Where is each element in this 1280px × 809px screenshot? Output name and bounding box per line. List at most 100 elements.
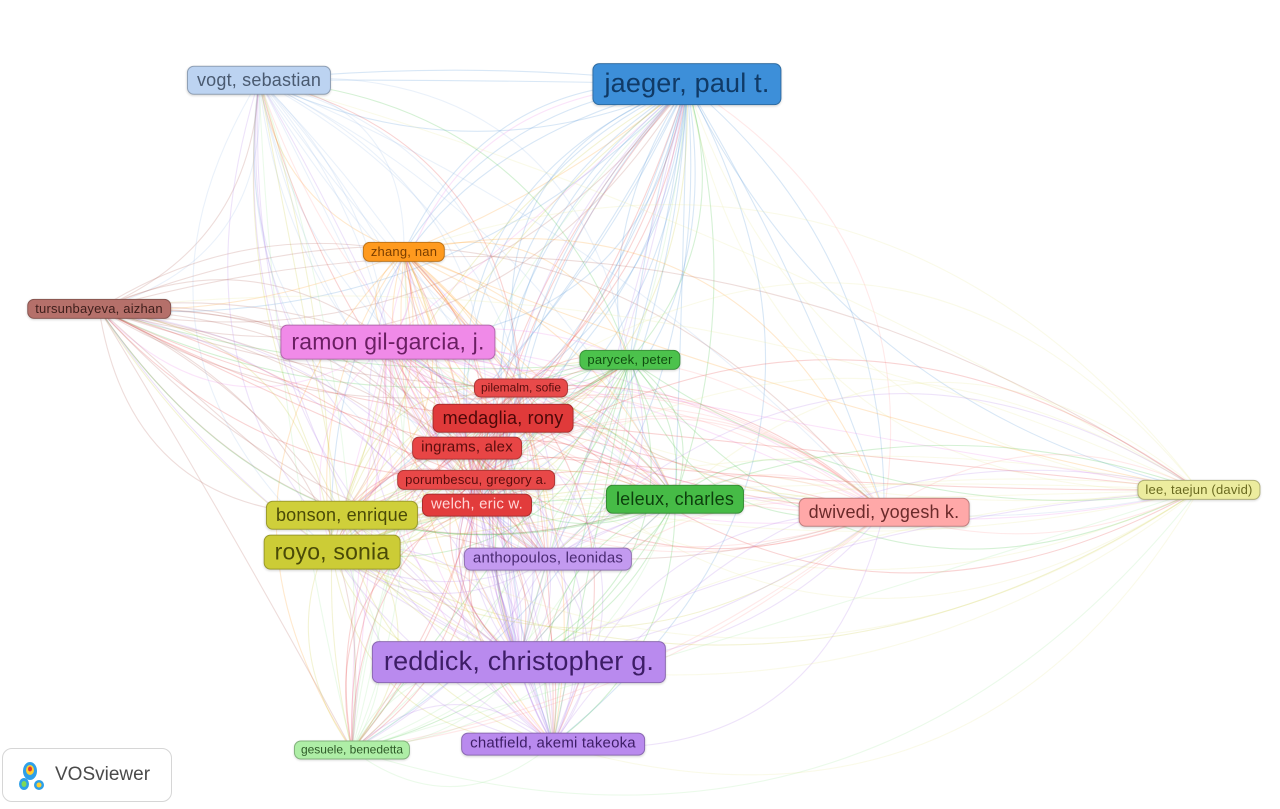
link-vogt-gesuele-92 <box>258 79 356 751</box>
link-tursun-welch-144 <box>98 308 478 506</box>
link-medaglia-lee-277 <box>502 417 1200 491</box>
link-tursun-ramon-131 <box>98 308 389 388</box>
link-jaeger-dwivedi-33 <box>686 83 885 513</box>
link-zhang-reddick-125 <box>403 251 520 663</box>
link-vogt-anthopoulos-87 <box>255 79 549 560</box>
link-jaeger-bonson-40 <box>341 83 688 516</box>
link-medaglia-anthopoulos-282 <box>502 417 549 560</box>
link-jaeger-zhang-4 <box>403 83 688 253</box>
link-lee-anthopoulos-391 <box>547 478 1200 560</box>
link-vogt-tursun-60 <box>98 79 261 310</box>
link-vogt-reddick-88 <box>227 79 520 663</box>
link-dwivedi-royo-375 <box>331 511 885 629</box>
node-tursunbayeva[interactable]: tursunbayeva, aizhan <box>27 298 171 320</box>
node-royo[interactable]: royo, sonia <box>263 534 401 570</box>
link-leleux-lee-357 <box>674 444 1200 500</box>
link-porumbescu-leleux-317 <box>475 456 676 500</box>
link-jaeger-vogt-1 <box>258 79 688 132</box>
link-zhang-dwivedi-114 <box>403 238 885 513</box>
link-leleux-chatfield-369 <box>552 498 676 745</box>
link-parycek-gesuele-235 <box>351 359 631 751</box>
node-gesuele[interactable]: gesuele, benedetta <box>293 740 411 760</box>
link-jaeger-welch-27 <box>476 83 696 506</box>
link-welch-chatfield-353 <box>468 504 554 745</box>
link-jaeger-pilemalm-15 <box>520 83 688 389</box>
node-bonson[interactable]: bonson, enrique <box>265 500 419 530</box>
link-ramon-anthopoulos-199 <box>387 341 549 560</box>
node-vogt[interactable]: vogt, sebastian <box>186 65 332 95</box>
link-welch-chatfield-352 <box>460 504 554 745</box>
link-vogt-zhang-58 <box>258 79 405 253</box>
link-welch-dwivedi-338 <box>476 504 885 553</box>
link-jaeger-royo-42 <box>331 83 688 553</box>
link-vogt-leleux-77 <box>258 79 676 500</box>
link-medaglia-lee-276 <box>502 417 1200 599</box>
link-vogt-dwivedi-78 <box>258 79 885 513</box>
link-parycek-reddick-233 <box>518 359 652 663</box>
vosviewer-logo-label: VOSviewer <box>55 764 151 785</box>
link-vogt-ingrams-70 <box>258 79 468 449</box>
node-leleux[interactable]: leleux, charles <box>605 484 745 514</box>
link-vogt-ingrams-71 <box>253 79 468 449</box>
node-reddick[interactable]: reddick, christopher g. <box>371 641 667 683</box>
link-vogt-porumbescu-72 <box>258 79 477 481</box>
link-vogt-parycek-65 <box>258 77 631 361</box>
link-tursun-parycek-134 <box>98 308 631 370</box>
link-tursun-pilemalm-137 <box>98 308 522 399</box>
link-gesuele-chatfield-432 <box>351 704 554 751</box>
link-jaeger-medaglia-19 <box>502 83 688 419</box>
node-jaeger[interactable]: jaeger, paul t. <box>592 63 782 105</box>
link-tursun-gesuele-161 <box>98 308 357 751</box>
node-ramon-gil-garcia[interactable]: ramon gil-garcia, j. <box>280 324 496 360</box>
link-tursun-ramon-133 <box>98 279 389 343</box>
link-jaeger-parycek-14 <box>629 83 688 361</box>
link-vogt-lee-81 <box>258 79 1200 517</box>
link-vogt-bonson-82 <box>258 79 343 516</box>
node-ingrams[interactable]: ingrams, alex <box>412 436 522 460</box>
node-chatfield[interactable]: chatfield, akemi takeoka <box>461 732 645 756</box>
link-vogt-parycek-64 <box>258 79 631 361</box>
link-pilemalm-lee-251 <box>520 387 1200 574</box>
node-pilemalm[interactable]: pilemalm, sofie <box>473 378 569 398</box>
link-ramon-bonson-192 <box>341 341 392 516</box>
link-bonson-reddick-403 <box>341 514 520 663</box>
link-jaeger-lee-37 <box>686 83 1200 491</box>
link-ramon-gesuele-204 <box>351 341 407 751</box>
link-zhang-lee-117 <box>403 204 1200 491</box>
link-ramon-bonson-194 <box>341 341 389 516</box>
link-zhang-pilemalm-103 <box>403 251 522 389</box>
node-zhang[interactable]: zhang, nan <box>362 241 446 263</box>
link-tursun-royo-155 <box>98 308 333 553</box>
link-jaeger-lee-38 <box>686 83 1200 491</box>
link-welch-lee-339 <box>476 377 1200 506</box>
link-jaeger-ingrams-21 <box>463 83 688 449</box>
link-vogt-reddick-89 <box>253 79 520 663</box>
link-jaeger-tursun-8 <box>98 83 688 323</box>
link-leleux-bonson-358 <box>341 467 676 516</box>
link-vogt-gesuele-91 <box>258 79 353 751</box>
link-ramon-chatfield-208 <box>387 341 554 745</box>
node-welch[interactable]: welch, eric w. <box>422 493 532 517</box>
link-ramon-anthopoulos-198 <box>387 341 549 560</box>
link-jaeger-pilemalm-16 <box>511 83 688 389</box>
link-lee-reddick-393 <box>518 489 1200 663</box>
node-anthopoulos[interactable]: anthopoulos, leonidas <box>463 547 633 571</box>
link-vogt-leleux-76 <box>258 79 676 500</box>
link-pilemalm-gesuele-263 <box>351 387 529 751</box>
node-porumbescu[interactable]: porumbescu, gregory a. <box>397 469 555 491</box>
link-lee-royo-389 <box>331 489 1200 646</box>
link-tursun-dwivedi-148 <box>98 308 885 560</box>
link-tursun-lee-150 <box>98 295 1200 491</box>
link-leleux-chatfield-370 <box>544 498 676 745</box>
link-lee-chatfield-398 <box>552 489 1200 776</box>
link-parycek-lee-224 <box>629 359 1200 550</box>
link-jaeger-ingrams-22 <box>465 83 688 449</box>
node-parycek[interactable]: parycek, peter <box>579 349 681 371</box>
node-medaglia[interactable]: medaglia, rony <box>432 403 574 433</box>
link-jaeger-bonson-39 <box>341 83 688 516</box>
node-lee[interactable]: lee, taejun (david) <box>1137 479 1261 501</box>
link-leleux-reddick-364 <box>518 498 676 663</box>
node-dwivedi[interactable]: dwivedi, yogesh k. <box>798 497 970 527</box>
link-zhang-bonson-119 <box>341 251 434 516</box>
